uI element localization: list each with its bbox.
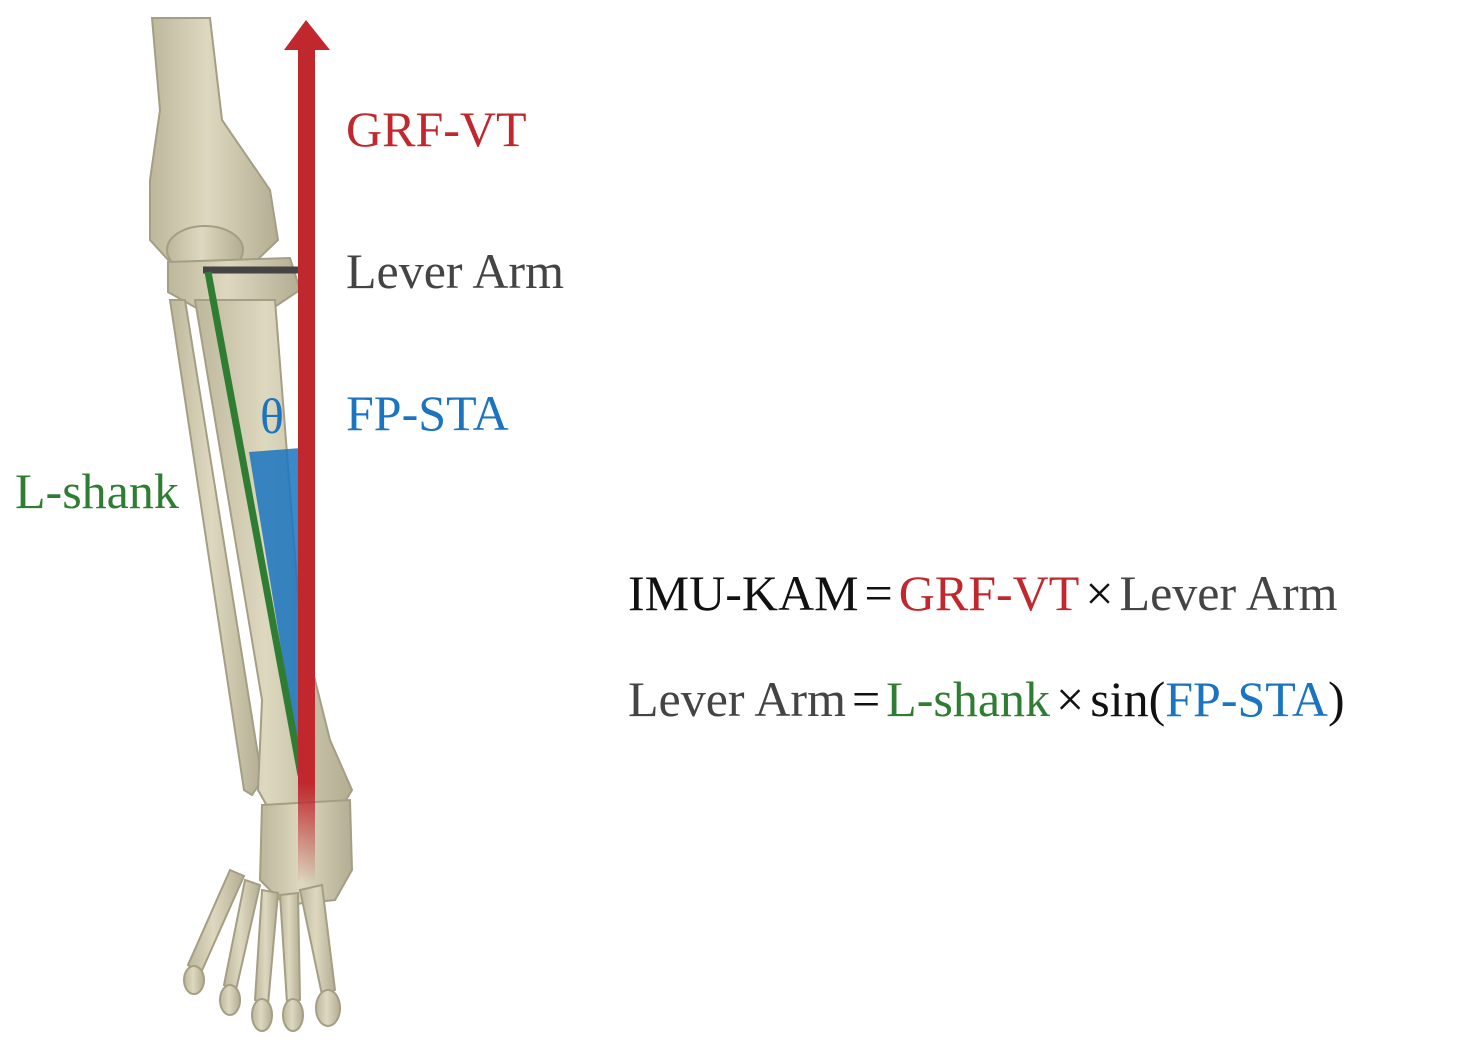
toe-1 xyxy=(315,989,341,1027)
eq1-term-grf-vt: GRF-VT xyxy=(898,565,1080,621)
metatarsal-1 xyxy=(298,883,337,997)
eq2-sin-open: sin( xyxy=(1090,671,1166,727)
eq1-lhs: IMU-KAM xyxy=(628,565,859,621)
eq2-sin-close: ) xyxy=(1327,671,1345,727)
eq1-term-lever-arm: Lever Arm xyxy=(1119,565,1338,621)
metatarsal-3 xyxy=(253,888,280,1007)
toe-5 xyxy=(183,965,205,995)
equation-lever-arm: Lever Arm=L-shank×sin(FP-STA) xyxy=(628,670,1345,728)
eq2-times: × xyxy=(1056,671,1085,727)
eq2-term-l-shank: L-shank xyxy=(886,671,1051,727)
metatarsal-2 xyxy=(278,891,302,1005)
eq1-times: × xyxy=(1085,565,1114,621)
toe-3 xyxy=(251,998,273,1032)
eq2-equals: = xyxy=(851,671,881,727)
grf-vt-arrow-shaft xyxy=(298,48,315,883)
eq1-equals: = xyxy=(864,565,893,621)
eq2-lhs: Lever Arm xyxy=(628,671,846,727)
lever-arm-label: Lever Arm xyxy=(346,243,564,299)
fibula xyxy=(168,299,264,797)
eq2-term-fp-sta: FP-STA xyxy=(1165,671,1328,727)
fp-sta-label: FP-STA xyxy=(346,385,509,441)
toe-2 xyxy=(282,998,304,1032)
l-shank-line xyxy=(204,271,305,776)
equation-imu-kam: IMU-KAM=GRF-VT×Lever Arm xyxy=(628,564,1338,622)
theta-label: θ xyxy=(260,388,284,444)
up-arrow-icon xyxy=(284,20,330,50)
toe-4 xyxy=(219,984,241,1016)
femur xyxy=(149,17,280,264)
l-shank-label: L-shank xyxy=(15,463,179,519)
lower-leg-skeleton-illustration xyxy=(149,17,354,1032)
grf-vt-label: GRF-VT xyxy=(346,101,527,157)
